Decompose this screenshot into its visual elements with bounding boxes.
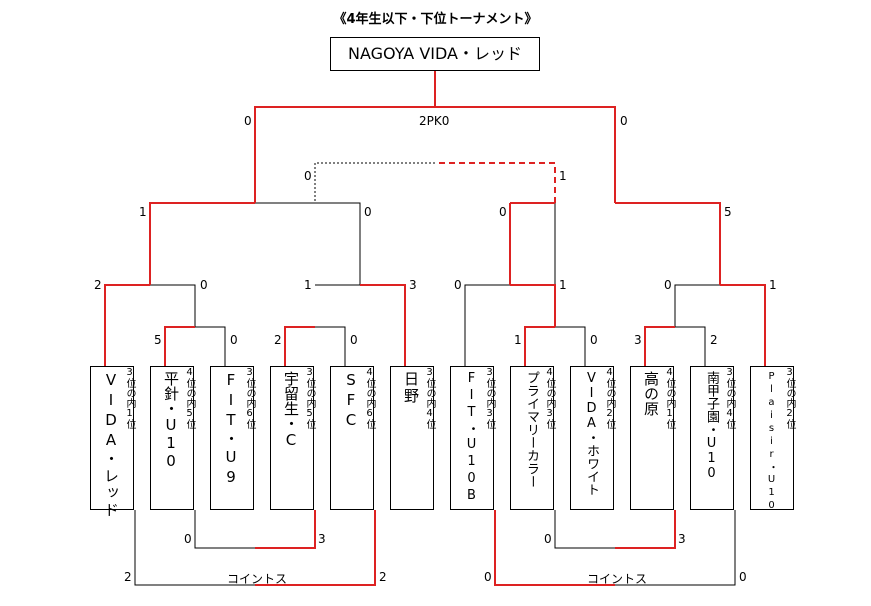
team-rank: 3位の内6位 [244, 367, 255, 429]
score: 0 [454, 278, 462, 292]
score: 3 [678, 532, 686, 546]
score: 1 [559, 169, 567, 183]
score: 0 [484, 570, 492, 584]
score: 0 [244, 114, 252, 128]
score: 0 [590, 333, 598, 347]
score: 0 [304, 169, 312, 183]
pk-score: 2PK0 [419, 114, 450, 128]
tournament-title: 《4年生以下・下位トーナメント》 [333, 12, 538, 27]
team-box: VIDA・ホワイト [570, 366, 614, 510]
score: 3 [634, 333, 642, 347]
score: 2 [94, 278, 102, 292]
score: 0 [350, 333, 358, 347]
team-box: FIT・U10B [450, 366, 494, 510]
score: 0 [544, 532, 552, 546]
team-box: 高の原 [630, 366, 674, 510]
team-box: VIDA・レッド [90, 366, 134, 519]
team-box: 南甲子園・U10 [690, 366, 734, 510]
score: 1 [304, 278, 312, 292]
score: 0 [230, 333, 238, 347]
team-box: プライマリーカラー [510, 366, 554, 510]
team-rank: 4位の内3位 [544, 367, 555, 429]
team-rank: 3位の内3位 [484, 367, 495, 429]
team-rank: 4位の内5位 [184, 367, 195, 429]
champion-box: NAGOYA VIDA・レッド [330, 37, 540, 71]
coin-toss-label: コイントス [227, 572, 288, 586]
score: 2 [274, 333, 282, 347]
score: 1 [769, 278, 777, 292]
team-rank: 3位の内5位 [304, 367, 315, 429]
score: 2 [379, 570, 387, 584]
coin-toss-label: コイントス [587, 572, 648, 586]
team-rank: 4位の内2位 [604, 367, 615, 429]
score: 3 [318, 532, 326, 546]
score: 3 [409, 278, 417, 292]
score: 0 [184, 532, 192, 546]
team-rank: 3位の内1位 [124, 367, 135, 429]
team-box: 平針・U10 [150, 366, 194, 510]
team-box: 日野 [390, 366, 434, 510]
score: 0 [200, 278, 208, 292]
team-rank: 4位の内6位 [364, 367, 375, 429]
score: 0 [664, 278, 672, 292]
score: 0 [364, 205, 372, 219]
score: 1 [559, 278, 567, 292]
score: 2 [710, 333, 718, 347]
team-rank: 3位の内4位 [724, 367, 735, 429]
score: 1 [139, 205, 147, 219]
team-box: FIT・U9 [210, 366, 254, 510]
team-box: SFC [330, 366, 374, 510]
score: 2 [124, 570, 132, 584]
score: 0 [620, 114, 628, 128]
team-rank: 3位の内4位 [424, 367, 435, 429]
score: 5 [724, 205, 732, 219]
score: 1 [514, 333, 522, 347]
score: 0 [739, 570, 747, 584]
team-box: Plaisir・U10 [750, 366, 794, 513]
score: 5 [154, 333, 162, 347]
score: 0 [499, 205, 507, 219]
team-rank: 3位の内2位 [784, 367, 795, 429]
team-rank: 4位の内1位 [664, 367, 675, 429]
team-box: 宇留生・C [270, 366, 314, 510]
